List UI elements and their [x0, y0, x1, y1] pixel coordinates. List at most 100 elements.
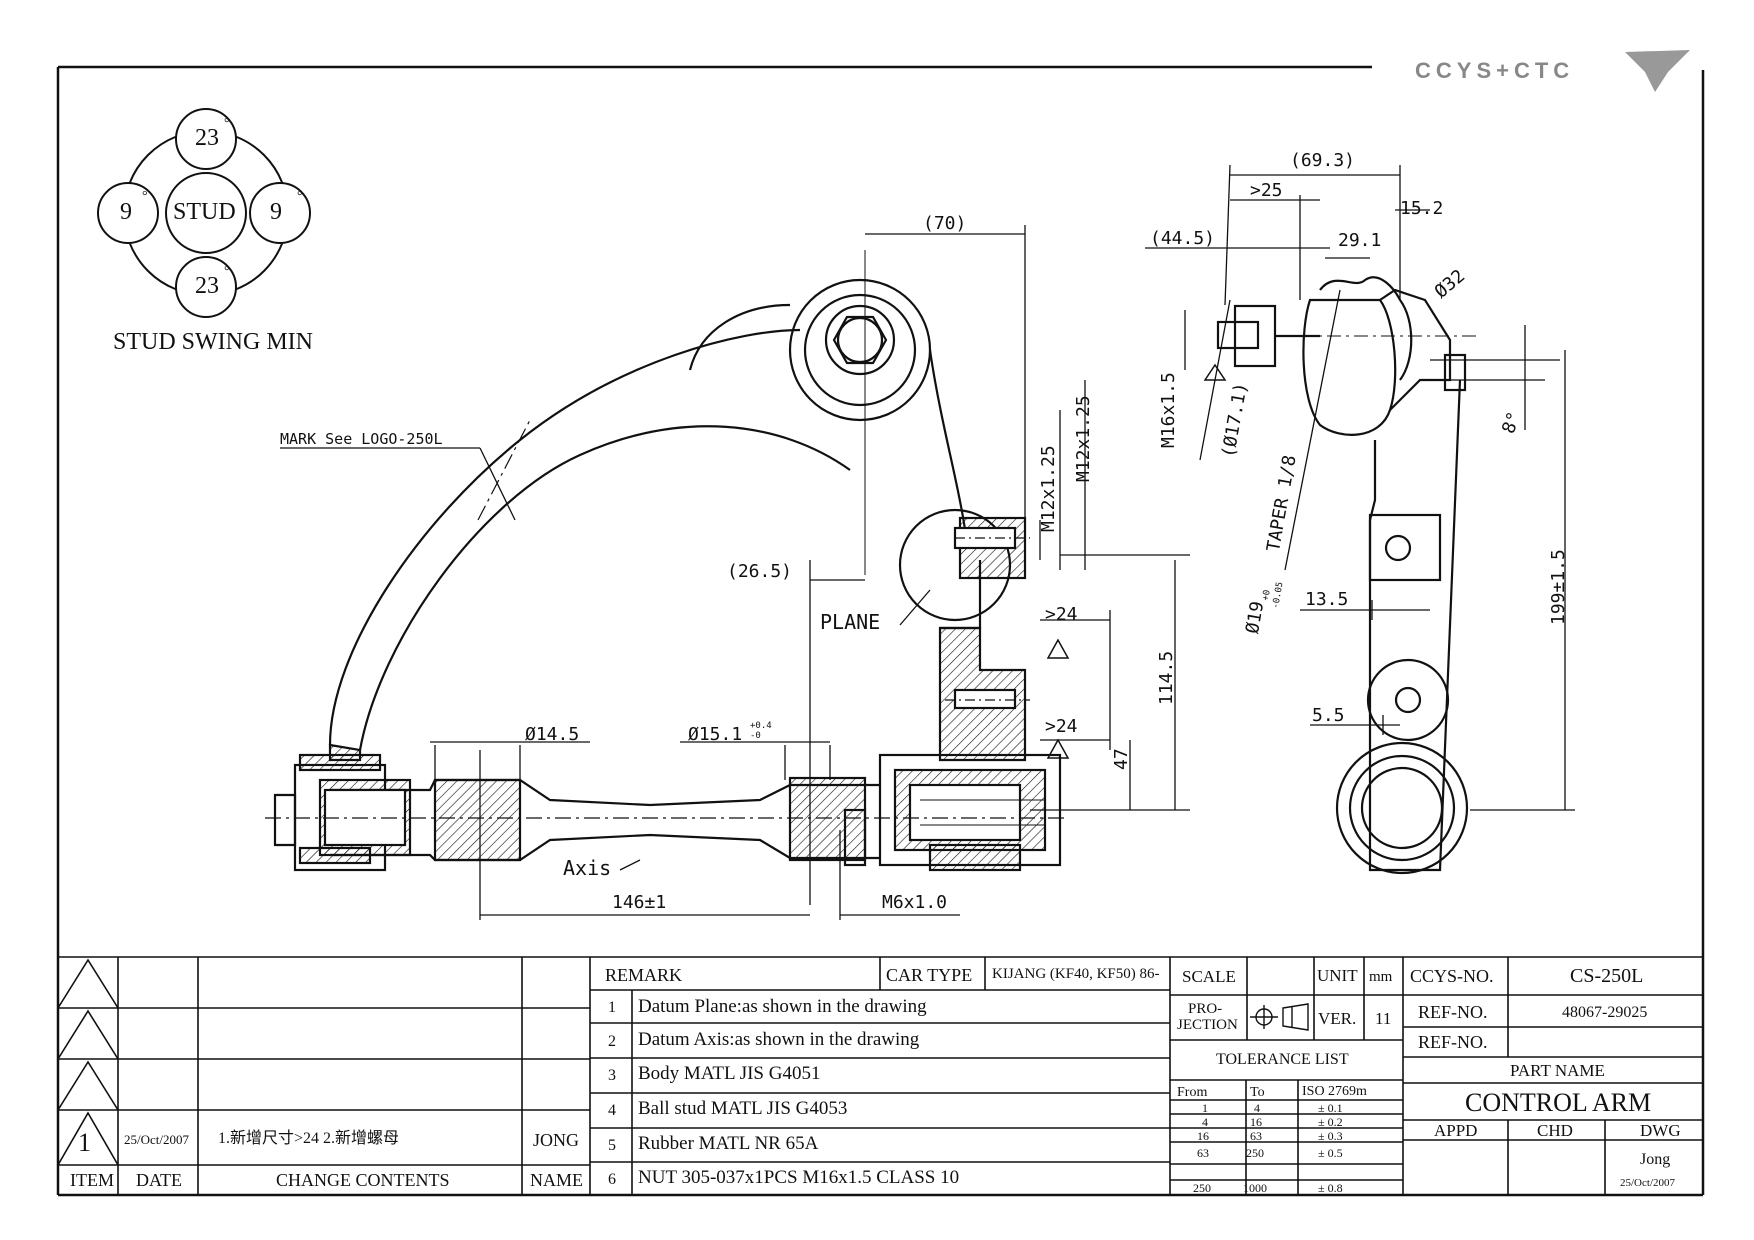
unit-value: mm [1369, 969, 1393, 985]
m12-thread-a: M12x1.25 [1038, 445, 1059, 532]
dim-146: 146±1 [612, 892, 667, 913]
tol-to: 4 [1254, 1101, 1260, 1115]
dim-gt25: >25 [1250, 180, 1283, 201]
remark-text: Datum Plane:as shown in the drawing [638, 996, 927, 1017]
remark-text: Ball stud MATL JIS G4053 [638, 1098, 848, 1119]
tol-to: 250 [1246, 1146, 1264, 1160]
tol-header-to: To [1250, 1085, 1265, 1100]
swing-top-degree: ° [224, 116, 230, 131]
ver-value: 11 [1375, 1009, 1392, 1028]
tol-value: ± 0.3 [1318, 1129, 1343, 1143]
dim-26-5: (26.5) [727, 561, 793, 582]
projection-label-l2: JECTION [1177, 1017, 1238, 1033]
dim-70: (70) [923, 213, 967, 234]
dim-44-5: (44.5) [1150, 228, 1216, 249]
dim-69-3: (69.3) [1290, 150, 1356, 171]
tol-to: 63 [1250, 1129, 1262, 1143]
plane-label: PLANE [820, 610, 881, 634]
header-name: NAME [530, 1170, 583, 1190]
tol-value: ± 0.2 [1318, 1115, 1343, 1129]
scale-label: SCALE [1182, 967, 1236, 986]
side-view-dimensions [1145, 164, 1575, 811]
swing-left-value: 9 [120, 199, 132, 225]
unit-label: UNIT [1317, 966, 1358, 985]
dia-14-5: Ø14.5 [525, 724, 580, 745]
header-item: ITEM [70, 1170, 114, 1190]
dim-29-1: 29.1 [1338, 230, 1382, 251]
remark-text: Body MATL JIS G4051 [638, 1063, 821, 1084]
tol-to: 16 [1250, 1115, 1262, 1129]
remark-no: 4 [608, 1102, 616, 1119]
sheet-border [56, 65, 1705, 1197]
header-change-contents: CHANGE CONTENTS [276, 1170, 450, 1190]
dim-47: 47 [1111, 748, 1132, 770]
m12-thread-b: M12x1.25 [1073, 395, 1094, 482]
dim-13-5: 13.5 [1305, 589, 1349, 610]
dwg-label: DWG [1640, 1121, 1681, 1140]
gt24-lower: >24 [1045, 716, 1078, 737]
front-view-dimensions [280, 225, 1190, 920]
m16-thread: M16x1.5 [1158, 372, 1179, 448]
gt24-upper: >24 [1045, 604, 1078, 625]
tol-header-iso: ISO 2769m [1302, 1084, 1367, 1099]
stud-label: STUD [173, 199, 236, 225]
dim-15-2: 15.2 [1400, 198, 1444, 219]
revision-name: JONG [533, 1130, 580, 1150]
swing-right-degree: ° [297, 189, 303, 204]
ref-no-value: 48067-29025 [1562, 1004, 1648, 1021]
dia-15-1-lower-tol: -0 [750, 731, 761, 741]
car-type-value: KIJANG (KF40, KF50) 86- [992, 966, 1160, 982]
mark-logo-note: MARK See LOGO-250L [280, 430, 443, 448]
tol-value: ± 0.5 [1318, 1146, 1343, 1160]
dia-15-1: Ø15.1 [688, 724, 743, 745]
axis-label: Axis [563, 856, 612, 880]
swing-bottom-degree: ° [224, 264, 230, 279]
dia-15-1-upper-tol: +0.4 [750, 721, 772, 731]
revision-change: 1.新增尺寸>24 2.新增螺母 [218, 1130, 400, 1147]
remark-no: 6 [608, 1171, 616, 1188]
remark-no: 5 [608, 1137, 616, 1154]
tolerance-title: TOLERANCE LIST [1216, 1051, 1349, 1068]
tol-from: 16 [1197, 1129, 1209, 1143]
tol-value: ± 0.1 [1318, 1101, 1343, 1115]
ver-label: VER. [1318, 1009, 1357, 1028]
dia-19-upper-tol: +0 [1261, 589, 1273, 602]
remark-no: 1 [608, 999, 616, 1016]
header-date: DATE [136, 1170, 182, 1190]
drawer-name: Jong [1640, 1151, 1671, 1168]
appd-label: APPD [1434, 1121, 1478, 1140]
dim-114-5: 114.5 [1156, 650, 1177, 705]
car-type-label: CAR TYPE [886, 965, 973, 985]
drawn-date: 25/Oct/2007 [1620, 1177, 1675, 1189]
tol-from: 63 [1197, 1146, 1209, 1160]
revision-item: 1 [78, 1128, 91, 1157]
stud-swing-caption: STUD SWING MIN [113, 329, 313, 355]
tol-from: 250 [1193, 1181, 1211, 1195]
title-block-grid [57, 956, 1703, 1195]
projection-label-l1: PRO- [1188, 1001, 1223, 1017]
part-name-label: PART NAME [1510, 1061, 1605, 1080]
chd-label: CHD [1537, 1121, 1573, 1140]
swing-top-value: 23 [195, 125, 219, 151]
tol-to: 1000 [1243, 1181, 1267, 1195]
projection-symbol-icon [1250, 1003, 1309, 1031]
dim-199: 199±1.5 [1548, 549, 1569, 625]
tol-from: 4 [1202, 1115, 1208, 1129]
remark-no: 2 [608, 1033, 616, 1050]
remark-text: Datum Axis:as shown in the drawing [638, 1029, 920, 1050]
tol-value: ± 0.8 [1318, 1181, 1343, 1195]
ref-no-label: REF-NO. [1418, 1002, 1488, 1022]
ccys-no-value: CS-250L [1570, 965, 1644, 987]
swing-right-value: 9 [270, 199, 282, 225]
ctc-logo [1625, 50, 1690, 92]
remark-text: NUT 305-037x1PCS M16x1.5 CLASS 10 [638, 1167, 960, 1188]
swing-bottom-value: 23 [195, 273, 219, 299]
tol-header-from: From [1177, 1085, 1208, 1100]
ccys-no-label: CCYS-NO. [1410, 966, 1494, 986]
dim-5-5: 5.5 [1312, 705, 1345, 726]
control-arm-side-view [1216, 276, 1480, 875]
remark-text: Rubber MATL NR 65A [638, 1133, 819, 1154]
ref-no-label-2: REF-NO. [1418, 1032, 1488, 1052]
brand-name: CCYS+CTC [1415, 58, 1575, 83]
